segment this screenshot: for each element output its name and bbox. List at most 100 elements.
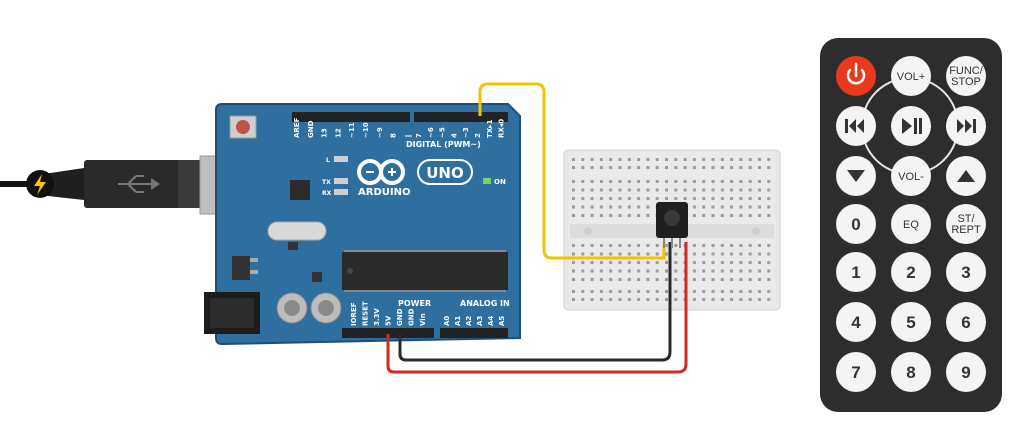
digital-header[interactable] <box>292 112 508 122</box>
voltage-regulator <box>232 256 258 280</box>
up-button[interactable] <box>946 156 986 196</box>
pin-label: 7 <box>415 133 423 138</box>
pin-label: A2 <box>465 316 473 326</box>
pin-label: 5V <box>385 315 393 326</box>
pin-label: ~9 <box>376 127 384 138</box>
led-tx-label: TX <box>322 179 331 186</box>
prev-button[interactable] <box>836 106 876 146</box>
down-button[interactable] <box>836 156 876 196</box>
st-rept-button[interactable]: ST/ REPT <box>946 204 986 244</box>
nine-label: 9 <box>961 363 970 382</box>
power-header[interactable] <box>342 328 434 338</box>
func-stop-label-2: STOP <box>951 76 981 88</box>
reset-button[interactable] <box>229 115 257 139</box>
led-rx-label: RX <box>322 190 332 197</box>
lightning-icon <box>26 170 54 198</box>
pin-label: 13 <box>321 128 329 138</box>
pin-label: 3.3V <box>373 308 381 326</box>
crystal <box>267 221 327 241</box>
pin-label: ~6 <box>427 127 435 138</box>
six-button[interactable]: 6 <box>946 302 986 342</box>
power-led: ON <box>483 178 506 186</box>
nine-button[interactable]: 9 <box>946 352 986 392</box>
power-label: POWER <box>398 299 431 308</box>
play-pause-icon <box>902 118 922 134</box>
pin-label: 12 <box>334 128 342 138</box>
power-button[interactable] <box>836 56 876 96</box>
ir-receiver-sensor[interactable] <box>656 202 688 248</box>
analog-label: ANALOG IN <box>460 299 510 308</box>
breadboard-holes <box>572 158 771 301</box>
led-indicators: L TX RX <box>322 156 348 197</box>
usb-symbol-icon <box>118 175 160 193</box>
up-arrow-icon <box>957 170 975 182</box>
on-label: ON <box>494 178 506 186</box>
model-badge: UNO <box>417 159 473 185</box>
analog-header[interactable] <box>440 328 508 338</box>
wire-ground[interactable] <box>398 242 672 362</box>
pin-label: A4 <box>487 316 495 326</box>
pin-label: GND <box>408 308 416 326</box>
next-button[interactable] <box>946 106 986 146</box>
eq-button[interactable]: EQ <box>891 204 931 244</box>
four-button[interactable]: 4 <box>836 302 876 342</box>
two-button[interactable]: 2 <box>891 252 931 292</box>
pin-label: GND <box>396 308 404 326</box>
vol-down-button[interactable]: VOL- <box>891 156 931 196</box>
wire-power[interactable] <box>386 242 688 374</box>
usb-chip <box>290 180 310 200</box>
pin-label: ~5 <box>439 127 447 138</box>
play-pause-button[interactable] <box>891 106 931 146</box>
three-label: 3 <box>961 263 970 282</box>
five-label: 5 <box>906 313 915 332</box>
pin-label: A3 <box>476 316 484 326</box>
pin-label: 4 <box>450 133 458 138</box>
pin-label: A5 <box>498 316 506 326</box>
model-label: UNO <box>426 164 464 182</box>
eight-button[interactable]: 8 <box>891 352 931 392</box>
zero-button[interactable]: 0 <box>836 204 876 244</box>
pin-label: A0 <box>443 316 451 326</box>
six-label: 6 <box>961 313 970 332</box>
pin-label: IOREF <box>350 302 358 326</box>
pin-label: ~10 <box>362 122 370 138</box>
pin-label: AREF <box>293 117 301 138</box>
st-rept-label-2: REPT <box>951 224 981 236</box>
pin-label: ~3 <box>462 127 470 138</box>
fast-forward-icon <box>957 119 976 133</box>
wire-signal[interactable] <box>478 82 666 260</box>
four-label: 4 <box>851 313 861 332</box>
seven-button[interactable]: 7 <box>836 352 876 392</box>
led-l-label: L <box>326 157 330 164</box>
seven-label: 7 <box>851 363 860 382</box>
func-stop-button[interactable]: FUNC/ STOP <box>946 56 986 96</box>
st-rept-label: ST/ <box>957 213 975 225</box>
pin-label: ~11 <box>348 122 356 138</box>
arduino-logo <box>357 159 405 185</box>
vol-down-label: VOL- <box>898 171 924 183</box>
pin-label: GND <box>307 120 315 138</box>
pin-label: 8 <box>390 133 398 138</box>
vol-up-label: VOL+ <box>897 71 925 83</box>
func-stop-label: FUNC/ <box>949 65 984 77</box>
three-button[interactable]: 3 <box>946 252 986 292</box>
two-label: 2 <box>906 263 915 282</box>
vol-up-button[interactable]: VOL+ <box>891 56 931 96</box>
down-arrow-icon <box>847 170 865 182</box>
five-button[interactable]: 5 <box>891 302 931 342</box>
dc-power-jack[interactable] <box>204 292 260 334</box>
pin-label: TX▸1 <box>486 119 494 138</box>
power-icon <box>846 62 866 85</box>
pin-label: RESET <box>362 301 370 326</box>
digital-label: DIGITAL (PWM~) <box>406 140 481 149</box>
smd-component <box>288 242 298 250</box>
zero-label: 0 <box>851 215 860 234</box>
eight-label: 8 <box>906 363 915 382</box>
rewind-icon <box>845 119 864 133</box>
one-button[interactable]: 1 <box>836 252 876 292</box>
pin-label: A1 <box>454 316 462 326</box>
